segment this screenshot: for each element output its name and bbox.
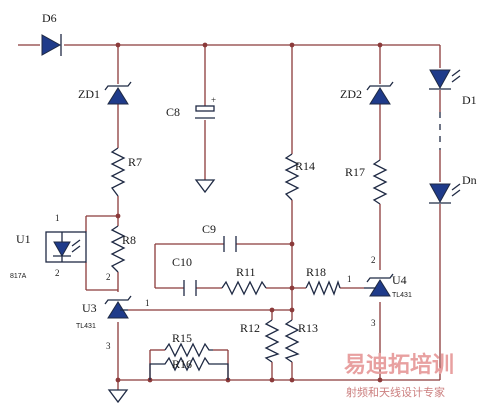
label-r8: R8 (122, 233, 136, 247)
pin-u3-1: 1 (145, 298, 150, 308)
label-r18: R18 (306, 265, 326, 279)
optocoupler-u1 (45, 231, 87, 263)
label-r7: R7 (128, 155, 142, 169)
label-u1-part: 817A (10, 273, 27, 280)
label-r11: R11 (236, 265, 256, 279)
resistor-r14 (284, 153, 300, 201)
label-zd1: ZD1 (78, 87, 100, 101)
label-zd2: ZD2 (340, 87, 362, 101)
label-d6: D6 (42, 11, 57, 25)
regulator-u3 (104, 295, 132, 319)
label-r12: R12 (240, 321, 260, 335)
label-c8: C8 (166, 105, 180, 119)
pin-u1-out: 2 (106, 272, 111, 282)
label-u3: U3 (82, 301, 97, 315)
label-u3-part: TL431 (76, 323, 96, 330)
watermark-title: 易迪拓培训 (344, 352, 454, 378)
resistor-r12 (264, 319, 280, 363)
label-r17: R17 (345, 165, 365, 179)
ground-icon-c8 (194, 179, 216, 194)
label-d1: D1 (462, 93, 477, 107)
resistor-r11 (221, 280, 267, 296)
capacitor-c10 (183, 280, 197, 296)
zener-zd1 (104, 81, 132, 105)
resistor-r18 (305, 279, 341, 296)
label-u1: U1 (16, 232, 31, 246)
resistor-r7 (110, 147, 126, 197)
label-u4: U4 (392, 273, 407, 287)
label-r15: R15 (172, 331, 192, 345)
led-d1 (429, 69, 461, 90)
resistor-r15 (164, 342, 213, 358)
regulator-u4 (364, 273, 394, 297)
resistor-r8 (110, 225, 126, 273)
capacitor-c8: + (195, 95, 216, 119)
label-u4-part: TL431 (392, 292, 412, 299)
capacitor-c9 (223, 236, 237, 252)
label-r16: R16 (172, 357, 192, 371)
pin-u1-1: 1 (55, 213, 60, 223)
resistor-r13 (284, 319, 300, 363)
label-r13: R13 (298, 321, 318, 335)
watermark: 易迪拓培训 射频和天线设计专家 (344, 352, 454, 399)
pin-u4-3: 3 (371, 318, 376, 328)
pin-u1-2: 2 (55, 268, 60, 278)
pin-u4-2: 2 (371, 255, 376, 265)
label-r14: R14 (295, 159, 315, 173)
watermark-subtitle: 射频和天线设计专家 (346, 385, 445, 399)
pin-u4-1: 1 (347, 274, 352, 284)
led-dn (429, 183, 461, 204)
diode-d6 (41, 34, 62, 56)
ground-icon-main (107, 389, 129, 404)
resistor-r16 (149, 356, 229, 380)
junctions (115, 42, 383, 383)
label-c10: C10 (172, 255, 192, 269)
resistor-r17 (372, 159, 388, 205)
label-c9: C9 (202, 222, 216, 236)
zener-zd2 (366, 81, 394, 105)
c8-plus: + (211, 95, 216, 105)
pin-u3-3: 3 (106, 341, 111, 351)
label-dn: Dn (462, 173, 477, 187)
